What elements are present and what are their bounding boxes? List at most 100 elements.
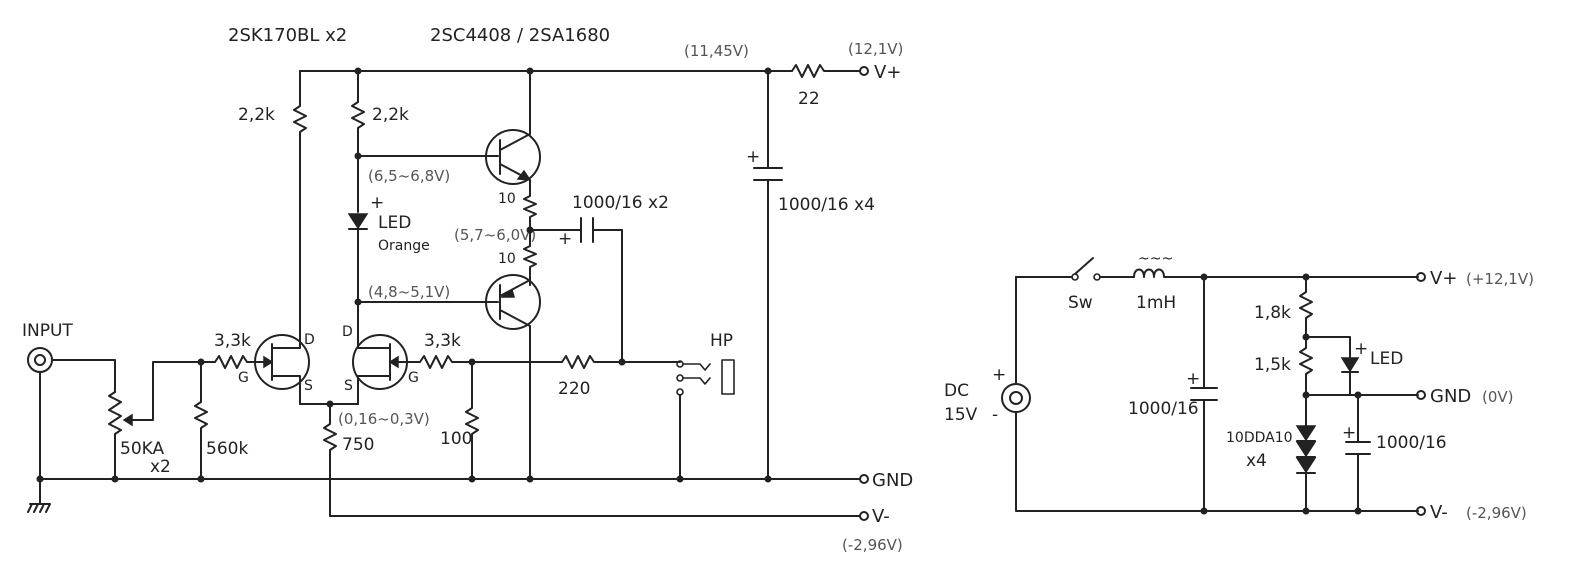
psu-vplus-label: V+ (1430, 268, 1457, 289)
vminus-terminal (859, 511, 869, 521)
input-jack-icon (27, 347, 53, 373)
jfet-left-pin-d: D (304, 332, 315, 348)
psu-led-label: LED (1370, 349, 1403, 369)
psu-vminus-label: V- (1430, 502, 1448, 523)
r-emit-top-label: 10 (498, 191, 516, 207)
r-560k-label: 560k (206, 439, 248, 459)
cap-side-plus: + (1342, 423, 1356, 443)
vplus-label: V+ (874, 62, 901, 83)
v-source: (0,16~0,3V) (338, 410, 430, 428)
headphone-jack-icon (676, 359, 735, 396)
gnd-terminal (859, 474, 869, 484)
transistor-pnp-lower (485, 274, 541, 330)
psu-led-plus: + (1354, 339, 1368, 359)
jfet-right-pin-s: S (344, 378, 353, 394)
jfet-right-pin-g: G (408, 370, 419, 386)
inductor-mark: ~~~ (1138, 251, 1173, 267)
psu-led-icon (1340, 357, 1360, 373)
vplus-voltage: (12,1V) (848, 40, 903, 58)
psu-gnd-terminal (1416, 390, 1426, 400)
ground-symbol-icon (27, 503, 51, 513)
r-100-label: 100 (440, 429, 472, 449)
r-gate-left-label: 3,3k (214, 331, 251, 351)
psu-left-wire (1015, 276, 1419, 512)
cap-main-plates (1190, 387, 1218, 401)
vminus-label: V- (872, 506, 890, 527)
pot-label: 50KA (120, 439, 164, 459)
dc-label: DC (944, 381, 969, 401)
v-lower-base: (4,8~5,1V) (368, 283, 450, 301)
resistor-22 (791, 64, 861, 78)
inductor-1mh (1133, 268, 1419, 278)
hp-label: HP (710, 331, 733, 351)
cap-rail-plates (753, 167, 783, 181)
psu-gnd-voltage: (0V) (1482, 388, 1514, 406)
input-wire (51, 359, 116, 393)
v-upper-base: (6,5~6,8V) (368, 167, 450, 185)
pot-count: x2 (150, 457, 171, 477)
resistor-emitter-bot (523, 229, 537, 286)
top-rail-voltage: (11,45V) (684, 42, 749, 60)
r-drain-right-label: 2,2k (372, 105, 409, 125)
jfet-right-pin-d: D (342, 324, 353, 340)
led-label: LED (378, 213, 411, 233)
resistor-drain-right (351, 70, 365, 157)
cap-out-label: 1000/16 x2 (572, 193, 669, 213)
pot-wiper-arrow (122, 413, 133, 427)
psu-vminus-terminal (1416, 506, 1426, 516)
cap-main-plus: + (1186, 369, 1200, 389)
r-18k-label: 1,8k (1254, 303, 1291, 323)
dc-plus: + (992, 365, 1006, 385)
resistor-drain-left (293, 70, 307, 344)
jfet-left (254, 334, 310, 405)
cap-main-label: 1000/16 (1128, 399, 1199, 419)
resistor-100 (465, 361, 479, 480)
led-color-label: Orange (378, 238, 430, 254)
gnd-label: GND (872, 470, 913, 491)
psu-vminus-voltage: (-2,96V) (1466, 504, 1527, 522)
r-15k-label: 1,5k (1254, 355, 1291, 375)
cap-rail-plus: + (746, 147, 760, 167)
r-220-label: 220 (558, 379, 590, 399)
cap-rail-label: 1000/16 x4 (778, 195, 875, 215)
psu-schematic: + - DC 15V Sw ~~~ 1mH + 1000/16 1,8k 1,5… (944, 251, 1534, 523)
potentiometer-50ka (108, 391, 122, 480)
r-gate-right-label: 3,3k (424, 331, 461, 351)
switch-icon (1071, 257, 1101, 281)
vminus-voltage: (-2,96V) (842, 536, 903, 554)
resistor-220 (561, 355, 681, 369)
diode-10dda10-icon (1295, 425, 1317, 474)
jfet-part-label: 2SK170BL x2 (228, 25, 347, 46)
transistor-npn-upper (485, 129, 541, 185)
inductor-label: 1mH (1136, 293, 1176, 313)
resistor-emitter-top (523, 179, 537, 231)
cap-out-plates (580, 217, 594, 243)
r-750-label: 750 (342, 435, 374, 455)
psu-led-wire (1305, 336, 1351, 396)
resistor-750 (323, 403, 861, 517)
jfet-right (352, 301, 421, 405)
dc-voltage: 15V (944, 405, 978, 425)
dc-jack-icon (1001, 383, 1031, 413)
psu-vplus-voltage: (+12,1V) (1466, 270, 1534, 288)
led-orange-icon (347, 213, 369, 230)
resistor-1-8k (1299, 276, 1313, 338)
psu-vplus-terminal (1416, 272, 1426, 282)
jfet-left-pin-s: S (304, 378, 313, 394)
diode-part-label: 10DDA10 (1226, 430, 1293, 446)
amp-junction-dots (36, 67, 772, 483)
sw-label: Sw (1068, 293, 1093, 313)
cap-out-wire (529, 229, 623, 363)
resistor-560k (194, 361, 208, 480)
psu-gnd-label: GND (1430, 386, 1471, 407)
diode-count-label: x4 (1246, 451, 1267, 471)
resistor-gate-left (214, 355, 259, 369)
amplifier-schematic: 2SK170BL x2 2SC4408 / 2SA1680 (11,45V) 2… (22, 25, 913, 554)
cap-side-plates (1345, 441, 1371, 455)
cap-out-plus: + (558, 229, 572, 249)
input-label: INPUT (22, 321, 73, 341)
jfet-left-pin-g: G (238, 370, 249, 386)
r-top-label: 22 (798, 89, 820, 109)
bjt-part-label: 2SC4408 / 2SA1680 (430, 25, 610, 46)
